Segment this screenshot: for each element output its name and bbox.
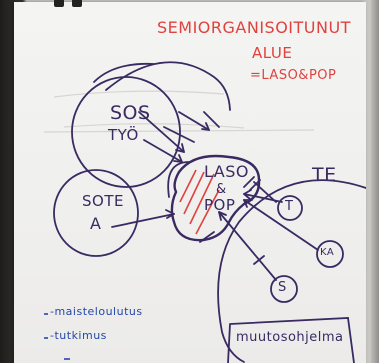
label-t: T <box>285 199 294 214</box>
ka-circle <box>316 240 344 268</box>
sote-circle <box>53 169 139 257</box>
label-muutosohjelma: muutosohjelma <box>236 330 344 345</box>
label-core-amp: & <box>216 182 227 197</box>
sos-circle <box>71 76 181 188</box>
label-a: A <box>90 214 102 233</box>
label-tyo: TYÖ <box>108 126 139 144</box>
paper-clip <box>54 0 64 7</box>
flipchart-paper: SEMIORGANISOITUNUT ALUE =LASO&POP SOS TY… <box>14 0 366 363</box>
t-circle <box>277 195 303 221</box>
heading-line1: SEMIORGANISOITUNUT <box>157 18 351 37</box>
label-core-pop: POP <box>204 196 236 214</box>
note-item-2: -tutkimus <box>50 329 107 342</box>
paper-clip <box>72 0 82 7</box>
note-item-1: -maisteloulutus <box>50 305 143 318</box>
label-te: TE <box>312 164 337 186</box>
s-circle <box>270 275 298 303</box>
marker-drawing <box>43 61 366 363</box>
label-s: S <box>278 280 287 295</box>
label-ka: KA <box>320 247 335 258</box>
label-sos: SOS <box>110 102 151 124</box>
core-blob <box>170 154 261 242</box>
heading-line2: ALUE <box>252 44 293 62</box>
heading-line3: =LASO&POP <box>250 68 337 83</box>
label-sote: SOTE <box>82 192 124 210</box>
flipchart-stand <box>371 0 379 363</box>
label-core-laso: LASO <box>204 162 249 181</box>
muutos-box <box>227 317 355 363</box>
te-circle <box>217 179 366 363</box>
